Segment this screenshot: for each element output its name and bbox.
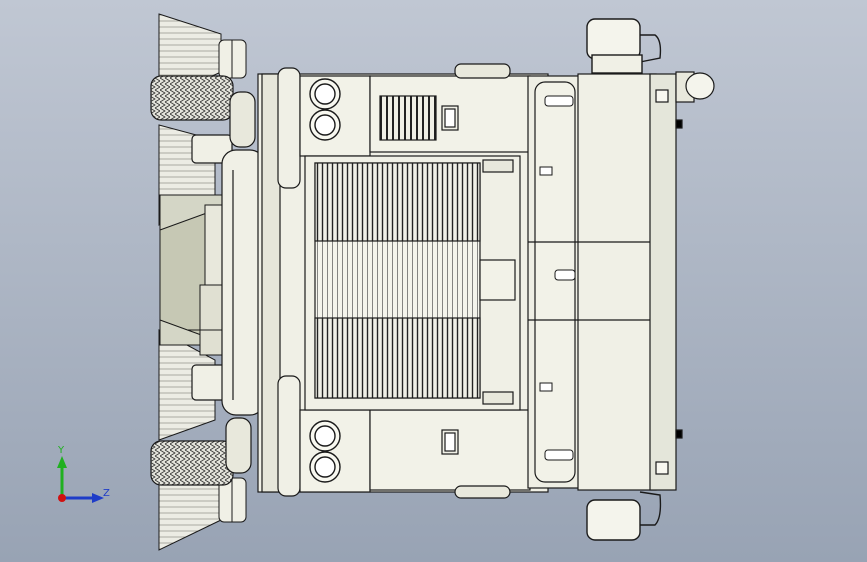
y-axis-label: Y [57,445,65,456]
side-mirror-bottom [586,491,662,541]
frame-underside [159,194,224,356]
front-tire-top [150,75,234,121]
coordinate-triad: Y Z [57,445,110,503]
front-tire-bottom [150,440,234,486]
z-axis-label: Z [103,488,110,499]
axle-housing [191,91,265,474]
y-axis-arrowhead [57,456,67,468]
radiator-grille [304,155,521,411]
headlights-bottom [309,420,341,483]
panel-latches [539,95,576,461]
engine-vent [379,95,459,455]
beacon-light [675,71,715,103]
z-axis-arrowhead [92,493,104,503]
rear-panel [527,73,683,491]
broom-hub [218,39,247,523]
headlights-top [309,78,341,141]
triad-origin [58,494,66,502]
side-mirror-top [586,18,662,74]
